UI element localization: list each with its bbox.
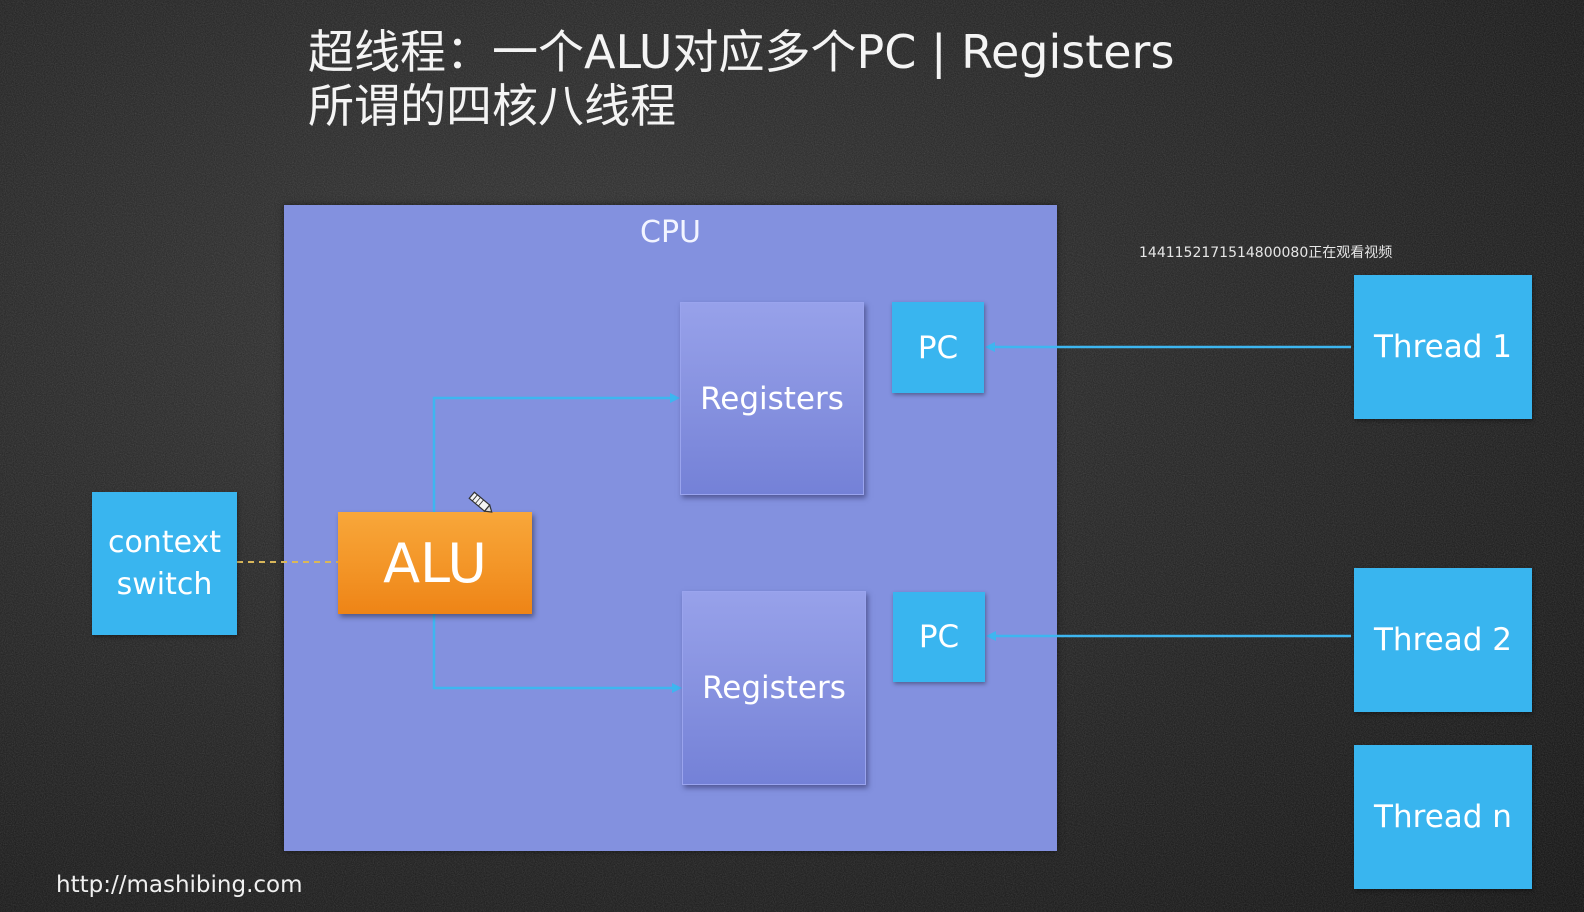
thread-label: Thread n (1374, 799, 1512, 835)
context-switch-box: context switch (92, 492, 237, 635)
alu-label: ALU (383, 531, 487, 595)
registers-label: Registers (702, 670, 846, 706)
thread-label: Thread 2 (1374, 622, 1512, 658)
registers-box-top: Registers (680, 302, 864, 495)
footer-url: http://mashibing.com (56, 872, 303, 898)
pc-label: PC (918, 619, 960, 655)
context-switch-label: context switch (107, 524, 222, 602)
thread-label: Thread 1 (1374, 329, 1512, 365)
alu-box: ALU (338, 512, 532, 614)
viewer-watermark: 1441152171514800080正在观看视频 (1139, 245, 1393, 261)
pc-box-bottom: PC (893, 592, 985, 682)
pc-label: PC (917, 329, 959, 366)
registers-box-bottom: Registers (682, 591, 866, 785)
thread-1-box: Thread 1 (1354, 275, 1532, 419)
cpu-label: CPU (640, 215, 701, 250)
slide-title-line-1: 超线程：一个ALU对应多个PC | Registers (308, 25, 1175, 79)
thread-2-box: Thread 2 (1354, 568, 1532, 712)
registers-label: Registers (700, 380, 844, 417)
pencil-cursor-icon (468, 491, 493, 513)
thread-n-box: Thread n (1354, 745, 1532, 889)
slide-title-line-2: 所谓的四核八线程 (308, 79, 676, 133)
pc-box-top: PC (892, 302, 984, 393)
